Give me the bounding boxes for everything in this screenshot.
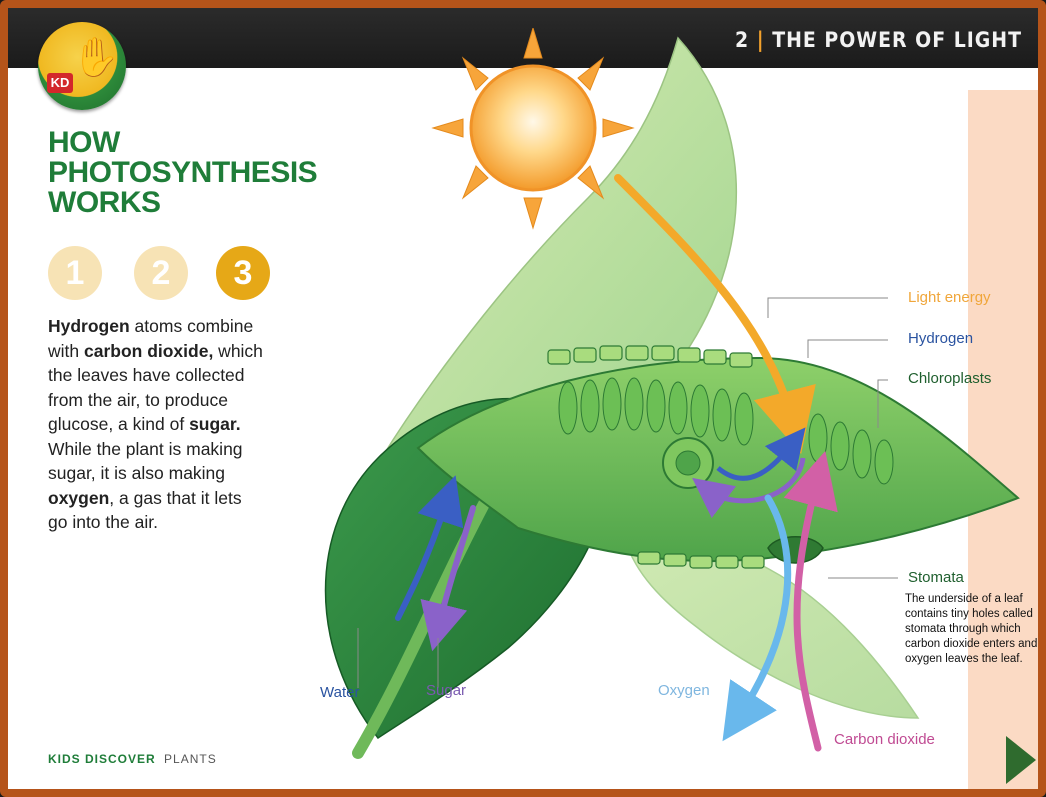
- label-sugar: Sugar: [426, 682, 466, 699]
- footer-brand: KIDS DISCOVER: [48, 752, 156, 766]
- label-carbon-dioxide: Carbon dioxide: [834, 731, 935, 748]
- step-1-button[interactable]: 1: [48, 246, 102, 300]
- term-sugar: sugar.: [189, 414, 241, 434]
- label-stomata: Stomata: [908, 569, 964, 586]
- footer: KIDS DISCOVER PLANTS: [48, 752, 217, 766]
- footer-topic: PLANTS: [164, 752, 217, 766]
- label-water: Water: [320, 684, 359, 701]
- step-2-button[interactable]: 2: [134, 246, 188, 300]
- kids-discover-logo[interactable]: ✋ KD: [38, 22, 126, 110]
- stoma: [768, 537, 823, 563]
- label-chloroplasts: Chloroplasts: [908, 370, 991, 387]
- next-page-arrow-icon[interactable]: [1006, 736, 1036, 784]
- label-hydrogen: Hydrogen: [908, 330, 973, 347]
- term-oxygen: oxygen: [48, 488, 109, 508]
- stomata-description: The underside of a leaf contains tiny ho…: [905, 592, 1045, 667]
- step-3-button[interactable]: 3: [216, 246, 270, 300]
- sun-icon: [433, 28, 633, 228]
- hand-icon: ✋: [72, 36, 119, 80]
- term-hydrogen: Hydrogen: [48, 316, 130, 336]
- step-description: Hydrogen atoms combine with carbon dioxi…: [48, 314, 263, 535]
- label-oxygen: Oxygen: [658, 682, 710, 699]
- desc-text: While the plant is making sugar, it is a…: [48, 439, 243, 484]
- logo-badge: KD: [47, 73, 73, 93]
- label-light-energy: Light energy: [908, 289, 991, 306]
- term-carbon-dioxide: carbon dioxide,: [84, 341, 213, 361]
